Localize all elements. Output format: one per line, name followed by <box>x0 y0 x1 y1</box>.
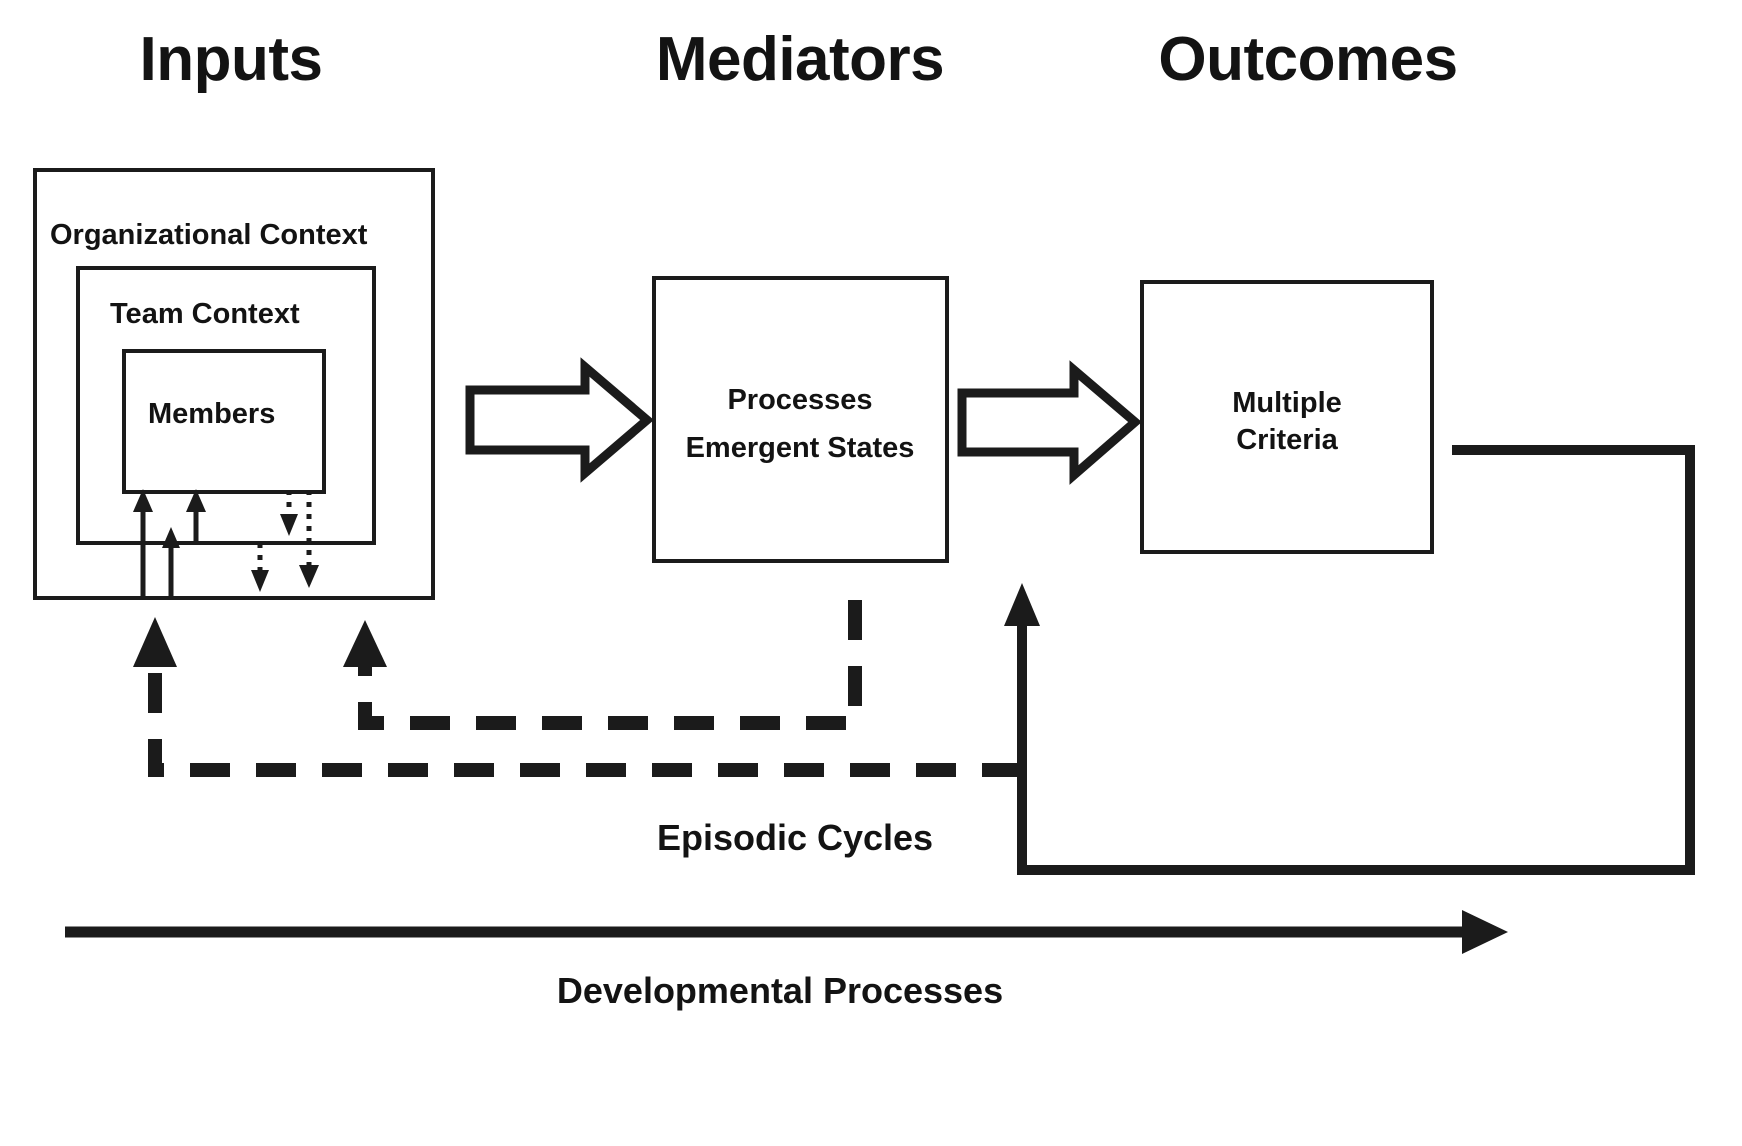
organizational-context-box <box>33 168 435 600</box>
episodic-cycles-caption: Episodic Cycles <box>657 817 933 858</box>
organizational-context-label: Organizational Context <box>50 219 368 251</box>
team-context-label: Team Context <box>110 298 300 330</box>
column-title-inputs: Inputs <box>140 25 323 94</box>
multiple-criteria-label-line1: Multiple <box>1232 387 1342 419</box>
outcomes-box <box>1140 280 1434 554</box>
members-label: Members <box>148 398 275 430</box>
processes-label: Processes <box>727 384 872 416</box>
column-title-outcomes: Outcomes <box>1158 25 1457 94</box>
outcomes-to-inputs-dashed-feedback <box>133 617 1022 777</box>
outcomes-to-mediators-feedback-loop <box>1004 445 1695 875</box>
top-down-context-arrows <box>251 490 319 592</box>
multiple-criteria-label-line2: Criteria <box>1236 424 1338 456</box>
bottom-up-emergence-arrows <box>133 489 206 598</box>
mediators-box <box>652 276 949 563</box>
emergent-states-label: Emergent States <box>686 432 915 464</box>
inputs-to-mediators-block-arrow <box>465 357 654 483</box>
developmental-processes-axis-arrow <box>65 910 1508 954</box>
mediators-to-outcomes-block-arrow <box>957 360 1142 485</box>
team-context-box <box>76 266 376 545</box>
members-box <box>122 349 326 494</box>
developmental-processes-caption: Developmental Processes <box>557 970 1003 1011</box>
mediators-to-inputs-dashed-feedback <box>343 600 862 730</box>
column-title-mediators: Mediators <box>656 25 944 94</box>
